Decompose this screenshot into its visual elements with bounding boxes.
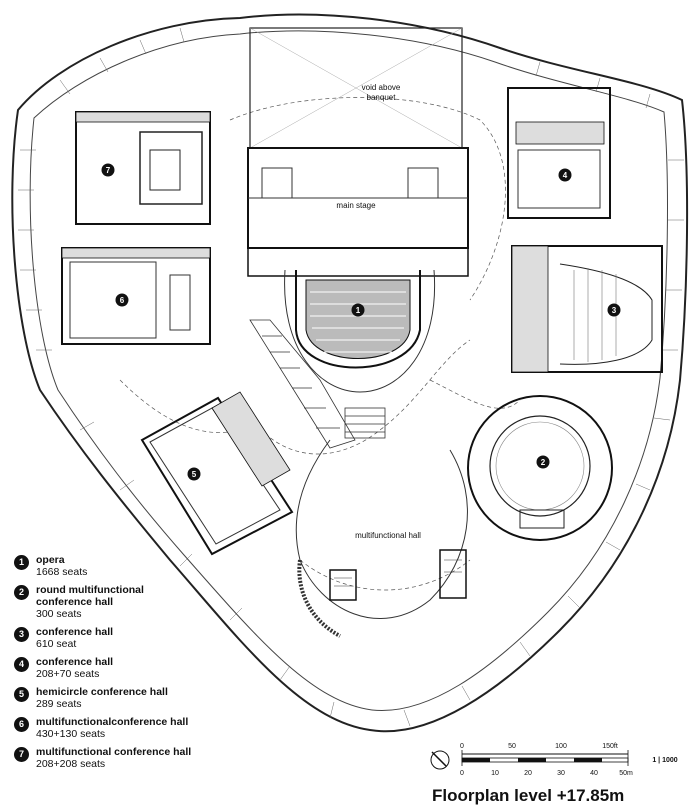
void-label-line2: banquet	[367, 93, 397, 102]
main-stage-label: main stage	[336, 201, 376, 210]
plan-title: Floorplan level +17.85m	[432, 786, 625, 805]
opera-stair	[249, 319, 386, 449]
legend-name-4: conference hall	[36, 656, 114, 668]
legend-item-6: 6 multifunctionalconference hall 430+130…	[14, 716, 254, 740]
outer-facade	[11, 13, 689, 733]
scale-ft-50: 50	[508, 743, 516, 750]
legend-seats-1: 1668 seats	[36, 566, 88, 578]
legend-seats-2: 300 seats	[36, 608, 82, 620]
scale-m-30: 30	[557, 770, 565, 777]
hall-6: 6	[61, 247, 211, 345]
legend-item-1: 1 opera 1668 seats	[14, 554, 254, 578]
void-label-line1: void above	[362, 83, 401, 92]
legend-name-5: hemicircle conference hall	[36, 686, 168, 698]
legend-name-1: opera	[36, 554, 65, 566]
scale-m-20: 20	[524, 770, 532, 777]
legend-item-2: 2 round multifunctional conference hall …	[14, 584, 254, 620]
scale-bar: 0 50 100 150ft 0 10 20 30 40 50m 1 | 100…	[460, 743, 678, 777]
scale-ft-0: 0	[460, 743, 464, 750]
legend-item-5: 5 hemicircle conference hall 289 seats	[14, 686, 254, 710]
scale-ft-150: 150ft	[602, 743, 618, 750]
svg-text:5: 5	[192, 470, 197, 479]
inner-facade	[29, 30, 668, 712]
svg-text:2: 2	[541, 458, 546, 467]
legend-number-1: 1	[14, 555, 29, 570]
core-left	[329, 569, 357, 601]
core-right	[439, 549, 467, 599]
hall-5: 5	[140, 391, 294, 556]
legend-item-7: 7 multifunctional conference hall 208+20…	[14, 746, 254, 770]
opera-hall: 1	[247, 247, 469, 393]
legend-name-2a: round multifunctional	[36, 584, 144, 596]
scale-m-50: 50m	[619, 770, 633, 777]
svg-text:1: 1	[356, 306, 361, 315]
legend-number-5: 5	[14, 687, 29, 702]
circulation-lines	[119, 97, 521, 591]
legend-name-3: conference hall	[36, 626, 114, 638]
legend-seats-3: 610 seat	[36, 638, 77, 650]
facade-hatch	[18, 27, 684, 727]
north-arrow-icon	[430, 750, 450, 770]
legend-number-6: 6	[14, 717, 29, 732]
svg-text:6: 6	[120, 296, 125, 305]
svg-text:4: 4	[563, 171, 568, 180]
legend-item-3: 3 conference hall 610 seat	[14, 626, 254, 650]
legend-name-6: multifunctionalconference hall	[36, 716, 189, 728]
legend-seats-5: 289 seats	[36, 698, 82, 710]
hall-4: 4	[507, 87, 611, 219]
hall-2: 2	[467, 395, 613, 541]
multifunctional-hall-outline	[295, 439, 468, 619]
hall-3: 3	[511, 245, 663, 373]
legend-name-7: multifunctional conference hall	[36, 746, 192, 758]
svg-text:7: 7	[106, 166, 111, 175]
legend-seats-6: 430+130 seats	[36, 728, 106, 740]
legend-number-7: 7	[14, 747, 29, 762]
hall-7: 7	[75, 111, 211, 225]
legend: 1 opera 1668 seats 2 round multifunction…	[14, 554, 254, 776]
legend-name-2b: conference hall	[36, 596, 114, 608]
scale-ratio: 1 | 1000	[652, 757, 677, 764]
multifunctional-hall-label: multifunctional hall	[355, 531, 421, 540]
svg-text:3: 3	[612, 306, 617, 315]
legend-seats-4: 208+70 seats	[36, 668, 100, 680]
scale-m-40: 40	[590, 770, 598, 777]
legend-number-2: 2	[14, 585, 29, 600]
legend-seats-7: 208+208 seats	[36, 758, 106, 770]
legend-number-3: 3	[14, 627, 29, 642]
legend-item-4: 4 conference hall 208+70 seats	[14, 656, 254, 680]
ramp	[297, 559, 341, 638]
scale-ft-100: 100	[555, 743, 567, 750]
scale-m-0: 0	[460, 770, 464, 777]
legend-number-4: 4	[14, 657, 29, 672]
scale-m-10: 10	[491, 770, 499, 777]
